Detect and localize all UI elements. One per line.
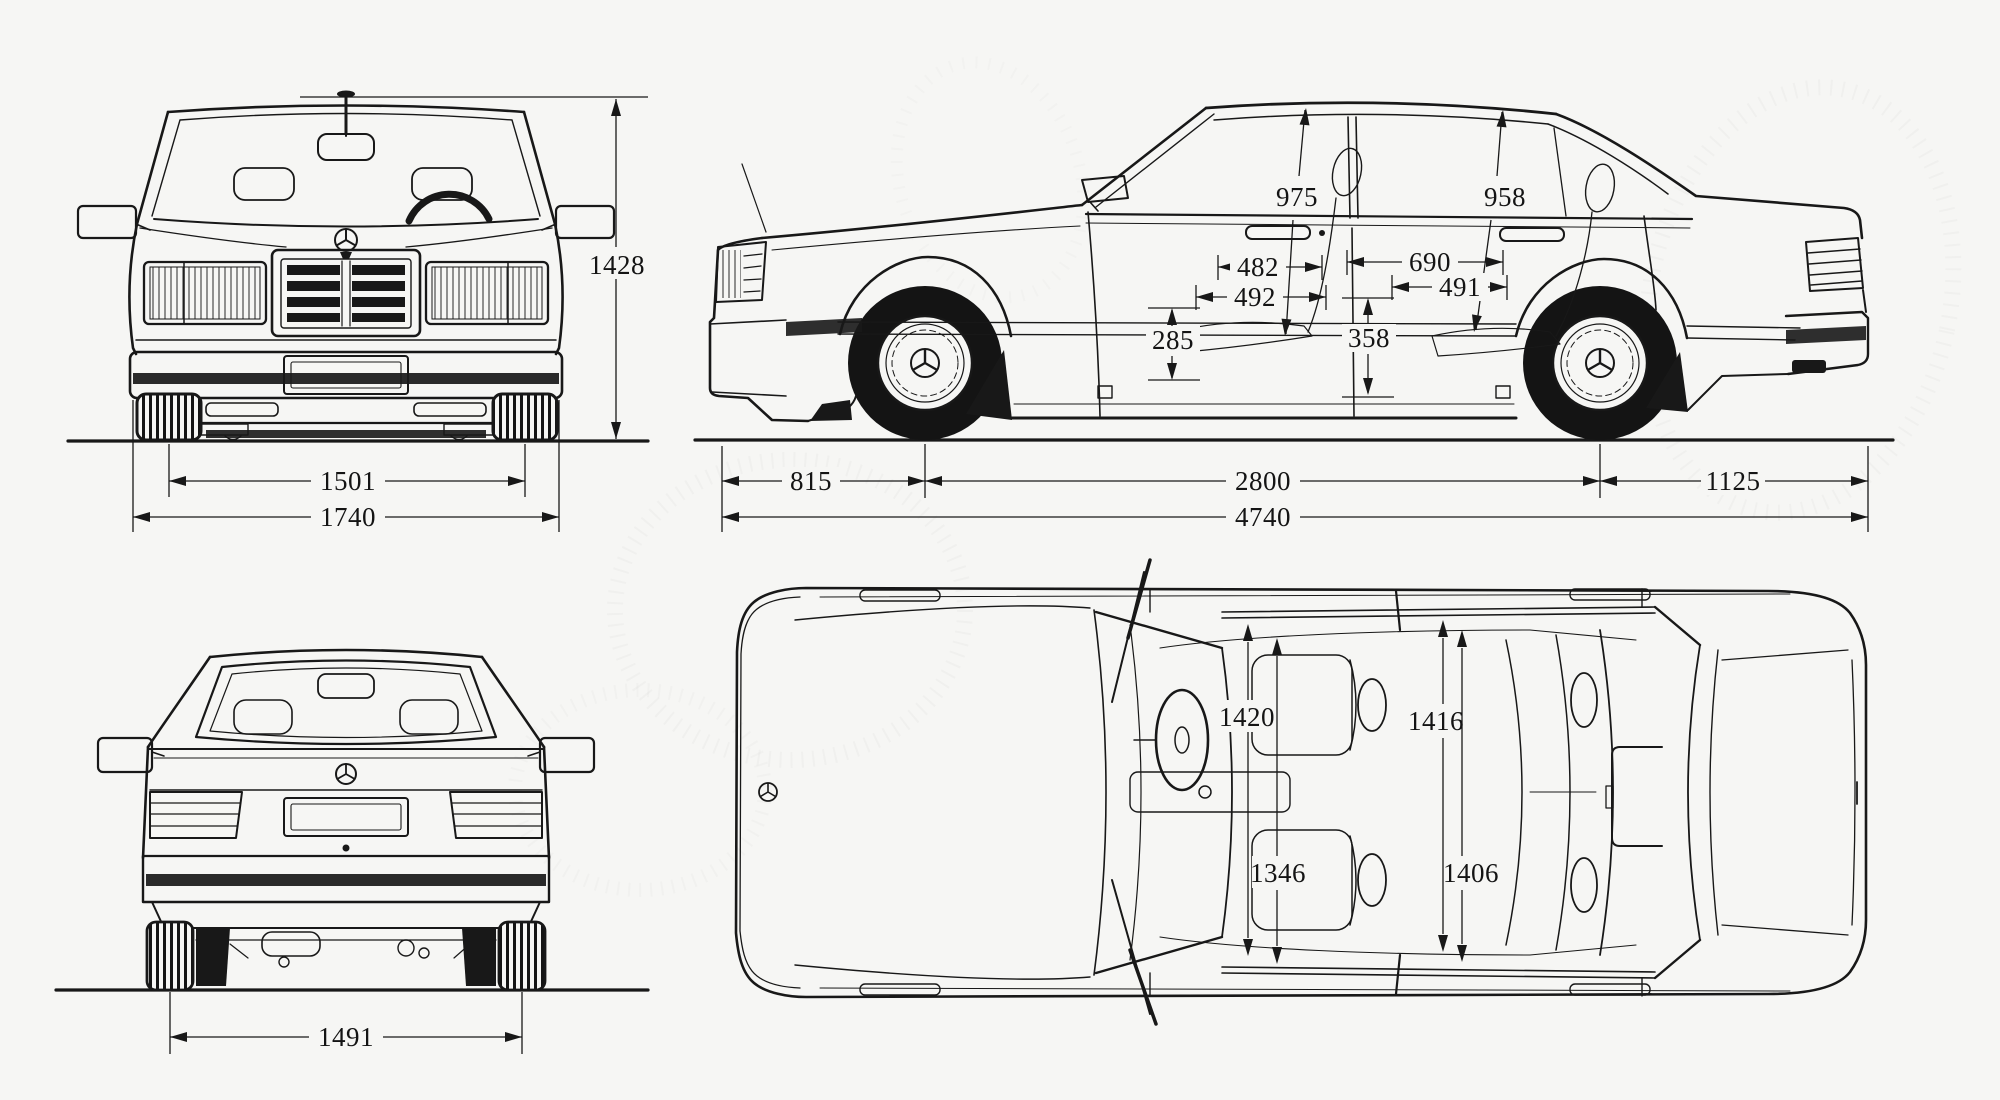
dim-rear-shoulder-width: 1416	[1408, 620, 1464, 952]
dim-value-front-track: 1501	[320, 466, 376, 496]
license-plate	[283, 355, 409, 395]
dim-front-overhang: 815	[722, 466, 925, 496]
rear-wheel	[1523, 286, 1677, 440]
dim-value-rear-shoulder-width: 1416	[1408, 706, 1464, 736]
side-mirror	[554, 204, 616, 240]
side-view: 975 958 482 690	[693, 101, 1895, 532]
top-car-art	[734, 558, 1868, 1026]
dim-front-seat-depth: 492	[1195, 282, 1327, 312]
dim-value-overall-width: 1740	[320, 502, 376, 532]
dim-value-wheelbase: 2800	[1235, 466, 1291, 496]
dim-value-rear-seat-depth: 491	[1439, 272, 1481, 302]
license-plate	[283, 797, 409, 837]
dim-value-front-seat-depth: 492	[1234, 282, 1276, 312]
dim-value-rear-seat-height: 358	[1348, 323, 1390, 353]
dim-value-rear-door-aperture: 690	[1409, 247, 1451, 277]
center-console	[1129, 771, 1291, 813]
side-mirror	[538, 736, 596, 774]
side-mirror	[1081, 175, 1129, 203]
steering-wheel	[1133, 688, 1210, 792]
dim-value-front-headroom: 975	[1276, 182, 1318, 212]
antenna-icon	[741, 163, 767, 233]
headlight	[424, 260, 550, 326]
dim-front-seat-height: 285	[1146, 307, 1200, 381]
rear-bench-plan	[1505, 629, 1614, 956]
dim-overall-width: 1740	[132, 400, 560, 532]
headrest	[233, 167, 295, 201]
tail-light	[449, 791, 543, 839]
mercedes-star-icon	[758, 782, 778, 802]
headrest	[399, 699, 459, 735]
mercedes-star-icon	[335, 763, 357, 785]
top-dimensions: 1420 1346 1416 1406	[1219, 620, 1499, 964]
tire	[145, 920, 195, 992]
dim-value-rear-headroom: 958	[1484, 182, 1526, 212]
dim-value-rear-hip-width: 1406	[1443, 858, 1499, 888]
front-car-art	[66, 90, 650, 443]
interior-mirror	[317, 133, 375, 161]
side-car-art	[693, 101, 1895, 442]
parcel-shelf-recess	[1611, 746, 1663, 847]
front-seat-profile	[1181, 147, 1363, 353]
dim-rear-overhang: 1125	[1600, 466, 1868, 496]
door-handle	[1499, 227, 1565, 242]
headlight	[142, 260, 268, 326]
dim-value-front-hip-width: 1346	[1250, 858, 1306, 888]
door-handle	[1245, 225, 1311, 240]
dim-front-headroom: 975	[1268, 107, 1326, 337]
tire	[491, 392, 559, 442]
dim-rear-seat-height: 358	[1342, 297, 1396, 398]
grille	[270, 248, 422, 338]
dim-wheelbase: 2800	[925, 466, 1600, 496]
dim-value-front-shoulder-width: 1420	[1219, 702, 1275, 732]
dim-overall-length: 4740	[722, 502, 1868, 532]
front-view: 1428 1501 1740	[66, 90, 650, 532]
watermark	[508, 56, 1962, 897]
muffler	[261, 931, 321, 957]
dim-overall-height: 1428	[300, 96, 648, 439]
rear-car-art	[54, 648, 650, 992]
headrest	[233, 699, 293, 735]
interior-mirror	[317, 673, 375, 699]
tire	[135, 392, 203, 442]
headrest	[411, 167, 473, 201]
dim-rear-track: 1491	[169, 992, 523, 1054]
side-mirror	[76, 204, 138, 240]
rear-view: 1491	[54, 648, 650, 1054]
mercedes-star-icon	[334, 228, 358, 259]
rear-seat-profile	[1431, 163, 1616, 357]
dim-value-front-door-aperture: 482	[1237, 252, 1279, 282]
front-wheel	[848, 286, 1002, 440]
gear-knob	[1198, 785, 1212, 799]
dim-rear-headroom: 958	[1469, 109, 1533, 333]
dim-value-front-overhang: 815	[790, 466, 832, 496]
headlight-side	[715, 241, 767, 303]
side-mirror	[96, 736, 154, 774]
dim-rear-door-aperture: 690	[1346, 247, 1504, 277]
dim-rear-hip-width: 1406	[1443, 630, 1499, 962]
tail-light	[149, 791, 243, 839]
dim-value-overall-height: 1428	[589, 250, 645, 280]
dim-front-door-aperture: 482	[1217, 252, 1323, 282]
steering-wheel	[405, 190, 493, 225]
dim-rear-seat-depth: 491	[1391, 272, 1508, 302]
dim-value-front-seat-height: 285	[1152, 325, 1194, 355]
front-bumper	[128, 350, 564, 400]
dim-value-rear-track: 1491	[318, 1022, 374, 1052]
front-dimensions: 1428 1501 1740	[132, 96, 648, 532]
rear-dimensions: 1491	[169, 992, 523, 1054]
dim-front-track: 1501	[168, 444, 526, 497]
tail-light-side	[1805, 237, 1864, 292]
side-dimensions: 975 958 482 690	[721, 107, 1869, 532]
dim-value-overall-length: 4740	[1235, 502, 1291, 532]
tire	[497, 920, 547, 992]
dim-front-hip-width: 1346	[1250, 638, 1306, 964]
front-seat-plan	[1251, 829, 1387, 931]
dim-value-rear-overhang: 1125	[1706, 466, 1761, 496]
exhaust-tip	[1792, 360, 1826, 373]
top-view: 1420 1346 1416 1406	[734, 558, 1868, 1026]
wiper-icon	[1111, 558, 1158, 1026]
dim-front-shoulder-width: 1420	[1219, 624, 1275, 956]
